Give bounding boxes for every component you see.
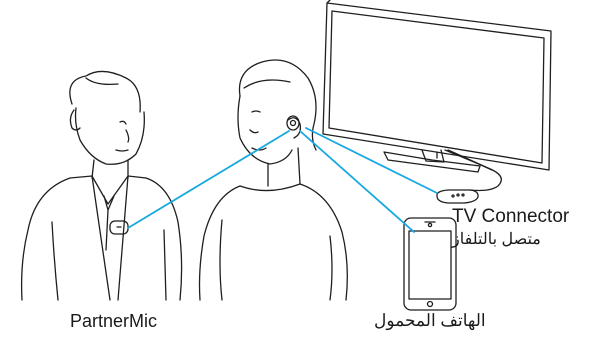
signal-paths [128, 128, 437, 232]
partnermic-icon [110, 221, 128, 234]
television-icon [323, 0, 551, 191]
man-icon [22, 71, 182, 300]
phone-label: الهاتف المحمول [374, 311, 486, 331]
partnermic-label: PartnerMic [70, 311, 157, 332]
signal-line-tv-connector [306, 128, 437, 193]
woman-icon [200, 60, 348, 300]
tv-connector-icon [437, 190, 478, 203]
tv-connector-arabic-label: متصل بالتلفاز [452, 229, 541, 249]
tv-connector-label: TV Connector [452, 206, 569, 228]
signal-line-partnermic [128, 131, 289, 228]
smartphone-icon [404, 218, 456, 310]
